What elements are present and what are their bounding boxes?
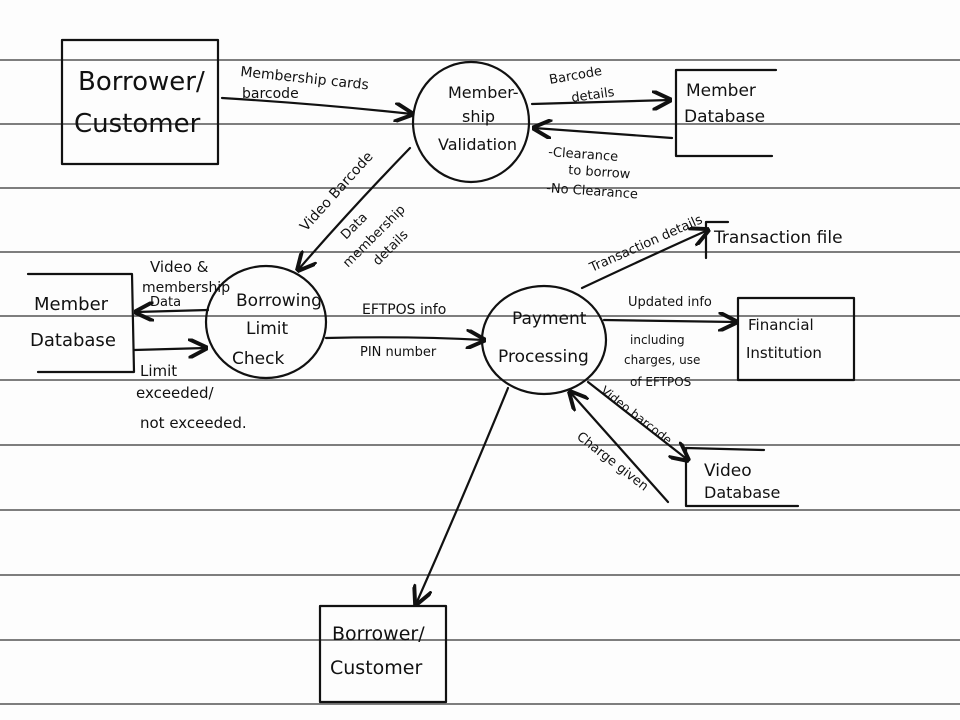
flow-arrow bbox=[570, 392, 670, 504]
flow-label-line1: -Clearance bbox=[548, 145, 619, 165]
process-label-line1: Borrowing bbox=[236, 291, 322, 311]
flow-arrow bbox=[534, 128, 674, 138]
process-label-line2: Limit bbox=[246, 319, 288, 339]
datastore-outline bbox=[674, 68, 778, 158]
process-circle bbox=[204, 264, 328, 380]
datastore-label-line1: Member bbox=[34, 294, 109, 315]
flow-label-line3: Data bbox=[150, 295, 181, 310]
flow-label-line2: including bbox=[630, 333, 685, 347]
flow-label-line2: barcode bbox=[242, 86, 299, 102]
flow-label-line1: Barcode bbox=[548, 64, 603, 88]
process-label-line1: Member- bbox=[448, 83, 519, 102]
process-payment-processing: Payment Processing bbox=[480, 284, 608, 396]
datastore-transaction-file: Transaction file bbox=[704, 220, 843, 260]
entity-label-line1: Borrower/ bbox=[332, 623, 425, 645]
flow-arrow bbox=[530, 100, 670, 104]
datastore-member-database-top: Member Database bbox=[674, 68, 778, 158]
process-label-line2: ship bbox=[462, 107, 495, 126]
process-label-line3: Check bbox=[232, 349, 284, 369]
datastore-label: Transaction file bbox=[713, 228, 843, 248]
flow-barcode-details: Barcode details bbox=[530, 64, 670, 106]
flow-eftpos-pin: EFTPOS info PIN number bbox=[324, 302, 484, 360]
ruled-lines bbox=[0, 59, 960, 705]
flow-arrow bbox=[416, 386, 510, 604]
flow-label-line2: details bbox=[570, 85, 615, 106]
entity-borrower-customer-top: Borrower/ Customer bbox=[60, 38, 220, 166]
process-label-line2: Processing bbox=[498, 347, 589, 367]
datastore-label-line1: Video bbox=[704, 461, 752, 481]
flow-arrow bbox=[586, 380, 688, 460]
entity-box bbox=[318, 604, 448, 704]
process-label-line1: Payment bbox=[512, 309, 587, 329]
flow-label-line2: to borrow bbox=[568, 163, 631, 182]
flow-arrow bbox=[132, 348, 206, 350]
flow-label: Transaction details bbox=[587, 212, 706, 276]
flow-label-line3: -No Clearance bbox=[546, 181, 639, 202]
entity-box bbox=[60, 38, 220, 166]
flow-label-line1: Updated info bbox=[628, 295, 712, 310]
flow-arrow bbox=[220, 96, 412, 114]
entity-label-line1: Borrower/ bbox=[78, 67, 205, 97]
datastore-label-line1: Member bbox=[686, 81, 756, 101]
flow-clearance: -Clearance to borrow -No Clearance bbox=[534, 128, 674, 202]
entity-financial-institution: Financial Institution bbox=[736, 296, 856, 382]
datastore-label-line2: Database bbox=[684, 107, 765, 127]
flow-label-line2: membership bbox=[142, 280, 230, 296]
flow-limit-exceeded: Limit exceeded/ not exceeded. bbox=[132, 348, 247, 432]
datastore-label-line2: Database bbox=[704, 483, 780, 502]
process-membership-validation: Member- ship Validation bbox=[411, 60, 531, 184]
entity-label-line1: Financial bbox=[748, 316, 814, 334]
process-circle bbox=[480, 284, 608, 396]
entity-label-line2: Customer bbox=[74, 109, 201, 139]
flow-arrow bbox=[324, 337, 484, 340]
datastore-video-database: Video Database bbox=[684, 446, 800, 508]
flow-updated-info: Updated info including charges, use of E… bbox=[602, 295, 736, 389]
flow-label-line2: exceeded/ bbox=[136, 384, 215, 402]
flow-label-pin: PIN number bbox=[360, 345, 437, 360]
flow-label-line3: charges, use bbox=[624, 353, 700, 367]
flow-label-eftpos: EFTPOS info bbox=[362, 302, 446, 318]
datastore-outline bbox=[26, 272, 136, 374]
datastore-outline bbox=[684, 446, 800, 508]
flow-arrow bbox=[298, 146, 412, 270]
flow-membership-cards-barcode: Membership cards barcode bbox=[220, 64, 412, 114]
process-label-line3: Validation bbox=[438, 135, 517, 154]
flow-label-line1: Limit bbox=[140, 362, 177, 380]
process-borrowing-limit-check: Borrowing Limit Check bbox=[204, 264, 328, 380]
flow-transaction-details: Transaction details bbox=[580, 212, 708, 290]
entity-borrower-customer-bottom: Borrower/ Customer bbox=[318, 604, 448, 704]
flow-payment-to-borrower bbox=[416, 386, 510, 604]
flow-arrow bbox=[136, 310, 210, 312]
flow-arrow bbox=[602, 320, 736, 322]
datastore-outline bbox=[704, 220, 730, 260]
flow-arrow bbox=[580, 230, 708, 290]
entity-box bbox=[736, 296, 856, 382]
datastore-label-line2: Database bbox=[30, 330, 116, 351]
entity-label-line2: Institution bbox=[746, 344, 822, 362]
flow-label-line4: of EFTPOS bbox=[630, 375, 691, 389]
entity-label-line2: Customer bbox=[330, 657, 422, 679]
datastore-member-database-left: Member Database bbox=[26, 272, 136, 374]
flow-label-line3: not exceeded. bbox=[140, 414, 247, 432]
flow-video-membership-data: Video & membership Data bbox=[136, 258, 230, 312]
flow-label-line1: Video & bbox=[150, 258, 209, 276]
